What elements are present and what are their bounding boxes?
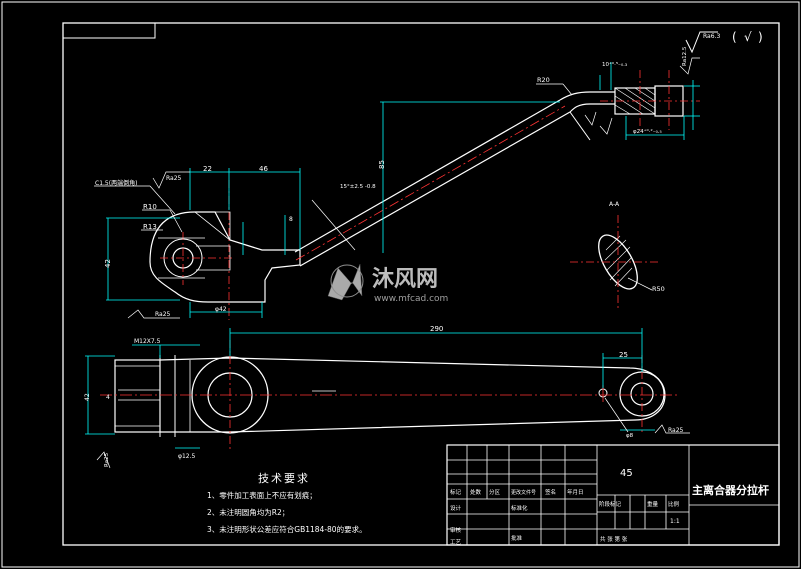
tb-mark: 标记 — [450, 488, 462, 496]
dim-r13: R13 — [143, 223, 157, 231]
tech-requirements: 技术要求 1、零件加工表面上不应有划痕； 2、未注明圆角均为R2； 3、未注明形… — [207, 472, 367, 534]
tb-date: 年月日 — [567, 488, 584, 496]
top-view-labels: C1.5(两端倒角) Ra25 R10 R13 22 46 85 42 φ42 … — [95, 46, 688, 318]
watermark-logo-icon — [327, 263, 364, 301]
corner-label-box — [62, 22, 156, 39]
dim-290-label: 290 — [430, 325, 443, 333]
tb-approve: 批准 — [511, 534, 523, 542]
dim-42-left: 42 — [104, 259, 112, 268]
section-ellipse — [598, 234, 638, 290]
tech-req-item-3: 3、未注明形状公差应符合GB1184-80的要求。 — [207, 524, 367, 534]
top-view-leaders — [94, 57, 700, 319]
roughness-ra25-top: Ra25 — [166, 175, 182, 182]
bottom-view-leaders — [96, 397, 690, 469]
material: 45 — [620, 468, 633, 479]
tb-sign: 签名 — [545, 488, 556, 496]
tb-process: 工艺 — [450, 539, 462, 546]
dim-85: 85 — [378, 160, 386, 169]
dim-phi24-tol: φ24⁺⁰·²₋₀.₅ — [633, 128, 662, 135]
dim-phi42: φ42 — [215, 306, 227, 313]
part-name: 主离合器分拉杆 — [692, 483, 769, 497]
roughness-ra25-right: Ra25 — [668, 427, 684, 434]
roughness-ra125-right: Ra12.5 — [682, 46, 688, 66]
dim-10-tol: 10⁺⁰·⁵₋₀.₃ — [602, 61, 627, 68]
roughness-ra25-bottom: Ra25 — [155, 311, 171, 318]
tb-change-doc: 更改文件号 — [511, 489, 536, 496]
dim-angle-15: 15°±2.5 -0.8 — [340, 184, 376, 190]
top-view — [149, 70, 700, 320]
inner-frame — [62, 22, 780, 546]
dim-46: 46 — [259, 165, 268, 173]
tb-ratio: 比例 — [668, 500, 680, 508]
title-block — [446, 444, 780, 546]
tb-standard: 标准化 — [511, 504, 528, 512]
tech-req-item-2: 2、未注明圆角均为R2； — [207, 507, 289, 517]
dim-r20: R20 — [537, 76, 550, 84]
tech-req-title: 技术要求 — [258, 472, 310, 485]
bottom-view-dimensions — [85, 328, 655, 449]
section-label: A-A — [609, 201, 620, 208]
title-block-text: 45 主离合器分拉杆 标记 处数 分区 更改文件号 签名 年月日 设计 标准化 … — [450, 468, 769, 546]
dim-8: 8 — [289, 216, 293, 223]
dim-r50: R50 — [652, 285, 665, 293]
tb-review: 审核 — [450, 526, 462, 534]
watermark: 沐风网 www.mfcad.com — [327, 263, 448, 304]
dim-phi8: φ8 — [626, 433, 634, 439]
tb-count: 处数 — [470, 488, 482, 496]
section-view: R50 A-A — [570, 201, 665, 310]
dim-25: 25 — [619, 351, 628, 359]
tb-zone: 分区 — [489, 488, 501, 496]
dim-22: 22 — [203, 165, 212, 173]
top-view-eye-outline — [149, 211, 301, 303]
bottom-view-labels: 290 290 25 M12X7.5 42 φ12.5 φ8 Ra25 Ra25… — [84, 325, 684, 467]
watermark-url: www.mfcad.com — [374, 294, 448, 304]
tb-design: 设计 — [450, 504, 462, 512]
tb-stage: 阶段标记 — [599, 500, 622, 508]
corner-roughness-value: Ra6.3 — [703, 33, 720, 40]
tb-weight: 重量 — [647, 500, 659, 508]
corner-paren-open: ( — [732, 30, 737, 44]
roughness-ra25-left: Ra25 — [104, 452, 110, 467]
tb-sheets: 共 张 第 张 — [600, 535, 628, 543]
dim-phi12-5: φ12.5 — [178, 453, 196, 460]
dim-42-bottom: 42 — [84, 393, 91, 401]
dim-r10: R10 — [143, 203, 157, 211]
top-view-dimensions — [106, 62, 700, 318]
dim-c15: C1.5(两端倒角) — [95, 179, 137, 187]
corner-roughness: Ra6.3 ( √ ) — [685, 30, 763, 54]
tech-req-item-1: 1、零件加工表面上不应有划痕； — [207, 490, 317, 500]
bottom-view — [100, 340, 680, 450]
watermark-brand: 沐风网 — [372, 267, 438, 292]
corner-paren-close: ) — [758, 30, 763, 44]
dim-4: 4 — [106, 394, 110, 401]
corner-check-icon: √ — [744, 30, 752, 44]
dim-m12: M12X7.5 — [134, 338, 161, 345]
tb-scale-value: 1:1 — [670, 518, 680, 525]
